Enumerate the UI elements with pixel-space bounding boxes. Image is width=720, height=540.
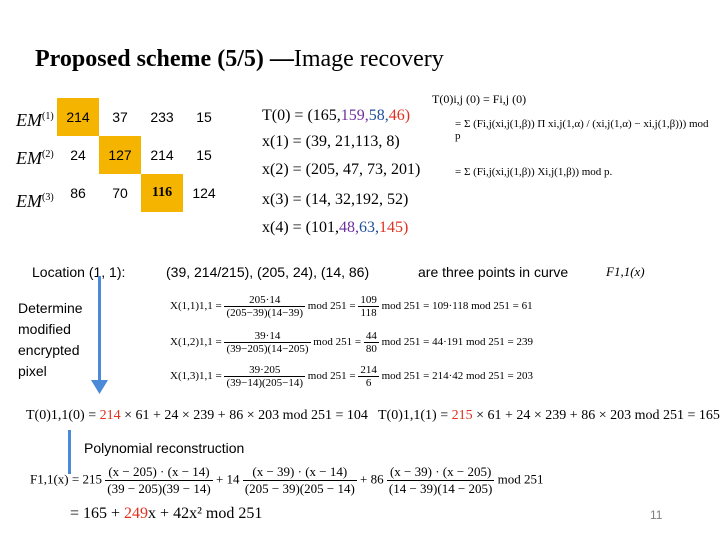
table-row: 24 127 214 15 [57,136,225,174]
arrow-shaft [98,276,101,384]
em-label-2: EM(2) [16,148,54,168]
table-cell: 70 [112,185,128,201]
curve-name: F1,1(x) [606,264,645,279]
t-eq-right: T(0)1,1(1) = 215 × 61 + 24 × 239 + 86 × … [378,408,720,423]
x4-vector: x(4) = (101,48,63,145) [262,219,409,236]
arrow-down-icon [91,380,108,394]
em-label-3: EM(3) [16,191,54,211]
formula-line2: = Σ (Fi,j(xi,j(1,β)) Xi,j(1,β)) mod p. [455,166,613,178]
determine-label: Determine modified encrypted pixel [18,300,83,379]
page-title: Proposed scheme (5/5) —Image recovery [35,46,444,73]
poly-label: Polynomial reconstruction [84,440,245,456]
title-main: Proposed scheme (5/5) — [35,46,294,72]
x2-vector: x(2) = (205, 47, 73, 201) [262,161,421,178]
table-cell: 214 [150,147,174,163]
highlight-cell-214: 214 [57,98,99,136]
table-cell: 15 [196,147,212,163]
arrow-shaft-2 [68,430,71,474]
x-eq-2: X(1,2)1,1 = 39·14(39−205)(14−205) mod 25… [170,330,533,355]
title-sub: Image recovery [293,46,444,72]
x-eq-3: X(1,3)1,1 = 39·205(39−14)(205−14) mod 25… [170,364,533,389]
poly-eq: F1,1(x) = 215 (x − 205) · (x − 14)(39 − … [30,464,544,496]
table-cell: 24 [70,147,86,163]
formula-line1: = Σ (Fi,j(xi,j(1,β)) Π xi,j(1,α) / (xi,j… [455,118,709,142]
highlight-cell-116: 116 [141,174,183,212]
table-cell: 233 [150,109,174,125]
t-eq-left: T(0)1,1(0) = 214 × 61 + 24 × 239 + 86 × … [26,408,368,423]
location-tail: are three points in curve [418,264,569,280]
location-label: Location (1, 1): [32,264,126,280]
formula-top: T(0)i,j (0) = Fi,j (0) [432,92,527,106]
table-cell: 86 [70,185,86,201]
location-points: (39, 214/215), (205, 24), (14, 86) [166,264,370,280]
t0-vector: T(0) = (165,159,58,46) [262,107,411,124]
highlight-cell-127: 127 [99,136,141,174]
em-label-1: EM(1) [16,110,54,130]
poly-result: = 165 + 249x + 42x² mod 251 [70,505,263,522]
x-eq-1: X(1,1)1,1 = 205·14(205−39)(14−39) mod 25… [170,294,533,319]
x3-vector: x(3) = (14, 32,192, 52) [262,191,409,208]
page-number: 11 [650,508,663,522]
table-cell: 15 [196,109,212,125]
x1-vector: x(1) = (39, 21,113, 8) [262,133,400,150]
table-cell: 124 [192,185,216,201]
table-cell: 37 [112,109,128,125]
